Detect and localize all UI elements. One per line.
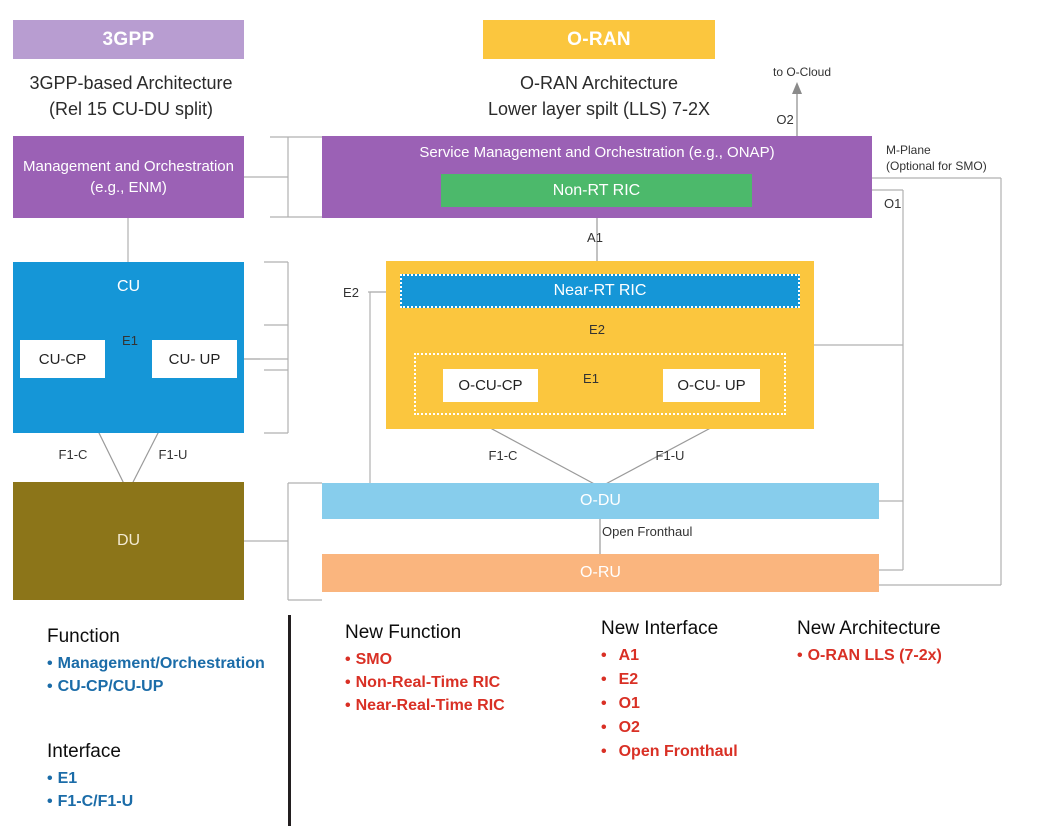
caption-oran-architecture: O-RAN Architecture Lower layer spilt (LL… [487, 73, 711, 119]
block-o-ru: O-RU [322, 554, 879, 592]
legend-title-interface: Interface [47, 741, 121, 762]
interface-label-f1c-3gpp: F1-C [58, 447, 88, 462]
legend-divider [288, 615, 291, 826]
legend-item: O1 [601, 692, 738, 716]
legend-item: Near-Real-Time RIC [345, 694, 505, 717]
interface-label-a1: A1 [587, 230, 603, 245]
block-o-du: O-DU [322, 483, 879, 519]
header-badge-3gpp: 3GPP [13, 20, 244, 59]
block-cu-up: CU- UP [152, 340, 237, 378]
block-o-cu-dotted-container [414, 353, 786, 415]
label-to-o-cloud: to O-Cloud [772, 65, 832, 79]
interface-label-m-plane: M-Plane (Optional for SMO) [886, 143, 987, 173]
interface-label-f1c-oran: F1-C [488, 448, 518, 463]
legend-item: Non-Real-Time RIC [345, 671, 505, 694]
interface-label-e2-inner: E2 [589, 322, 605, 337]
legend-group-new-interface: New Interface A1 E2 O1 O2 Open Fronthaul [601, 618, 738, 764]
interface-label-f1u-3gpp: F1-U [158, 447, 188, 462]
interface-label-o2: O2 [776, 112, 794, 127]
block-near-rt-ric: Near-RT RIC [400, 274, 800, 308]
interface-label-e1-3gpp: E1 [122, 333, 138, 348]
legend-item: SMO [345, 648, 505, 671]
interface-label-e2-outer: E2 [343, 285, 359, 300]
legend-title-function: Function [47, 626, 120, 647]
block-cu-cp: CU-CP [20, 340, 105, 378]
legend-list-new-architecture: O-RAN LLS (7-2x) [797, 644, 942, 667]
interface-label-e1-oran: E1 [583, 371, 599, 386]
block-o-cu-up: O-CU- UP [663, 369, 760, 402]
legend-group-new-function: New Function SMO Non-Real-Time RIC Near-… [345, 622, 505, 717]
caption-3gpp-architecture: 3GPP-based Architecture (Rel 15 CU-DU sp… [29, 73, 233, 119]
legend-item: O-RAN LLS (7-2x) [797, 644, 942, 667]
legend-item: O2 [601, 716, 738, 740]
legend-title-new-function: New Function [345, 622, 462, 643]
interface-label-o1: O1 [884, 196, 902, 211]
legend-list-interface: E1 F1-C/F1-U [47, 767, 134, 813]
legend-item: Management/Orchestration [47, 652, 265, 675]
block-management-orchestration-enm: Management and Orchestration (e.g., ENM) [13, 136, 244, 218]
legend-group-function: Function Management/Orchestration CU-CP/… [47, 626, 265, 698]
header-badge-oran: O-RAN [483, 20, 715, 59]
legend-list-new-function: SMO Non-Real-Time RIC Near-Real-Time RIC [345, 648, 505, 717]
legend-title-new-architecture: New Architecture [797, 618, 941, 639]
legend-list-new-interface: A1 E2 O1 O2 Open Fronthaul [601, 644, 738, 764]
interface-label-open-fronthaul: Open Fronthaul [602, 524, 693, 539]
legend-item: A1 [601, 644, 738, 668]
block-du: DU [13, 482, 244, 600]
legend-item: Open Fronthaul [601, 740, 738, 764]
legend-item: E1 [47, 767, 133, 790]
legend-item: E2 [601, 668, 738, 692]
block-o-cu-cp: O-CU-CP [443, 369, 538, 402]
legend-list-function: Management/Orchestration CU-CP/CU-UP [47, 652, 265, 698]
legend-item: F1-C/F1-U [47, 790, 134, 813]
legend-group-new-architecture: New Architecture O-RAN LLS (7-2x) [797, 618, 942, 667]
legend-group-interface: Interface E1 F1-C/F1-U [47, 741, 133, 813]
block-non-rt-ric: Non-RT RIC [441, 174, 752, 207]
legend-item: CU-CP/CU-UP [47, 675, 265, 698]
legend-title-new-interface: New Interface [601, 618, 719, 639]
interface-label-f1u-oran: F1-U [655, 448, 685, 463]
